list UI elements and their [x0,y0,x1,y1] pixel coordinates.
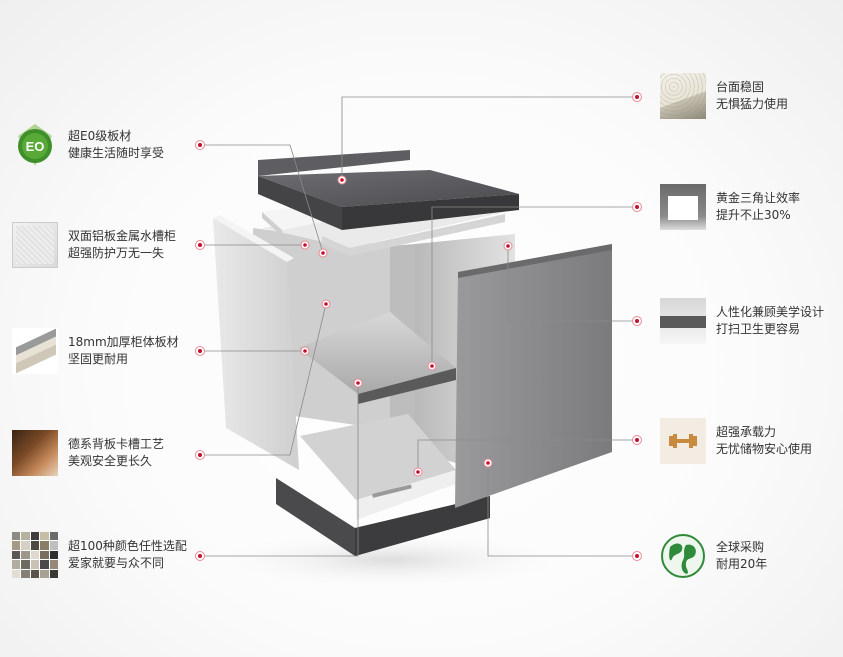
endpoint-dot-edge [632,316,642,326]
feature-thick-subtitle: 坚固更耐用 [68,352,129,366]
bottom-handle-strip [371,484,412,498]
feature-global-title: 全球采购 [716,540,765,554]
endpoint-dot-aluminum [195,240,205,250]
eo-badge-text: EO [26,139,45,154]
feature-triangle-title: 黄金三角让效率 [716,191,801,205]
endpoint-dot-triangle [632,202,642,212]
endpoint-dot-load [632,435,642,445]
feature-global-subtitle: 耐用20年 [716,557,768,571]
feature-aluminum-title: 双面铝板金属水槽柜 [68,229,177,243]
cabinet-plinth [276,478,490,556]
feature-load-title: 超强承载力 [716,425,777,439]
eo-badge-icon: EO [12,122,58,168]
connector-line-triangle [431,206,637,366]
endpoint-dot-countertop [632,92,642,102]
dumbbell-icon [660,418,706,464]
feature-eo-board: EO 超E0级板材 健康生活随时享受 [12,122,164,168]
feature-countertop-subtitle: 无惧猛力使用 [716,97,789,111]
feature-countertop: 台面稳固 无惧猛力使用 [660,73,788,119]
countertop-slab [258,170,519,207]
feature-aluminum-subtitle: 超强防护万无一失 [68,246,165,260]
connector-line-eo [200,144,324,254]
endpoint-dot-eo [195,140,205,150]
connector-line-edge [507,246,637,322]
feature-back-subtitle: 美观安全更长久 [68,454,153,468]
floor-shadow [200,530,580,590]
triangle-corner-thumbnail [660,184,706,230]
feature-global-sourcing: 全球采购 耐用20年 [660,533,767,579]
feature-edge-design: 人性化兼顾美学设计 打扫卫生更容易 [660,298,824,344]
feature-load-capacity: 超强承载力 无忧储物安心使用 [660,418,812,464]
feature-colors-title: 超100种颜色任性选配 [68,539,187,553]
left-door [213,218,299,470]
feature-thick-title: 18mm加厚柜体板材 [68,335,179,349]
feature-countertop-title: 台面稳固 [716,80,765,94]
connector-line-back-panel [200,303,327,456]
aluminum-board-thumbnail [12,222,58,268]
feature-triangle: 黄金三角让效率 提升不止30% [660,184,800,230]
endpoint-dot-global [632,551,642,561]
feature-back-title: 德系背板卡槽工艺 [68,437,165,451]
feature-eo-title: 超E0级板材 [68,129,132,143]
connector-line-global [487,463,637,557]
feature-aluminum-sink: 双面铝板金属水槽柜 超强防护万无一失 [12,222,176,268]
aluminum-layer-3 [322,214,505,256]
feature-back-panel: 德系背板卡槽工艺 美观安全更长久 [12,430,164,476]
feature-edge-subtitle: 打扫卫生更容易 [716,322,801,336]
edge-design-thumbnail [660,298,706,344]
endpoint-dot-colors [195,551,205,561]
feature-colors: 超100种颜色任性选配 爱家就要与众不同 [12,532,187,578]
endpoint-dot-back-panel [195,450,205,460]
wood-back-panel-thumbnail [12,430,58,476]
globe-icon [660,533,706,579]
countertop-thumbnail [660,73,706,119]
right-door [455,244,612,508]
feature-triangle-subtitle: 提升不止30% [716,208,791,222]
feature-load-subtitle: 无忧储物安心使用 [716,442,813,456]
connector-line-load [417,439,637,472]
connector-line-countertop [341,96,637,180]
middle-shelf [298,312,456,394]
endpoint-dot-thick-board [195,346,205,356]
feature-thick-board: 18mm加厚柜体板材 坚固更耐用 [12,328,179,374]
bottom-panel [300,414,456,500]
connector-line-colors [200,383,359,557]
feature-eo-subtitle: 健康生活随时享受 [68,146,165,160]
thick-board-thumbnail [12,328,58,374]
feature-edge-title: 人性化兼顾美学设计 [716,305,825,319]
connector-lines [200,96,637,557]
countertop-backsplash [258,150,410,176]
feature-colors-subtitle: 爱家就要与众不同 [68,556,165,570]
color-swatch-thumbnail [12,532,58,578]
